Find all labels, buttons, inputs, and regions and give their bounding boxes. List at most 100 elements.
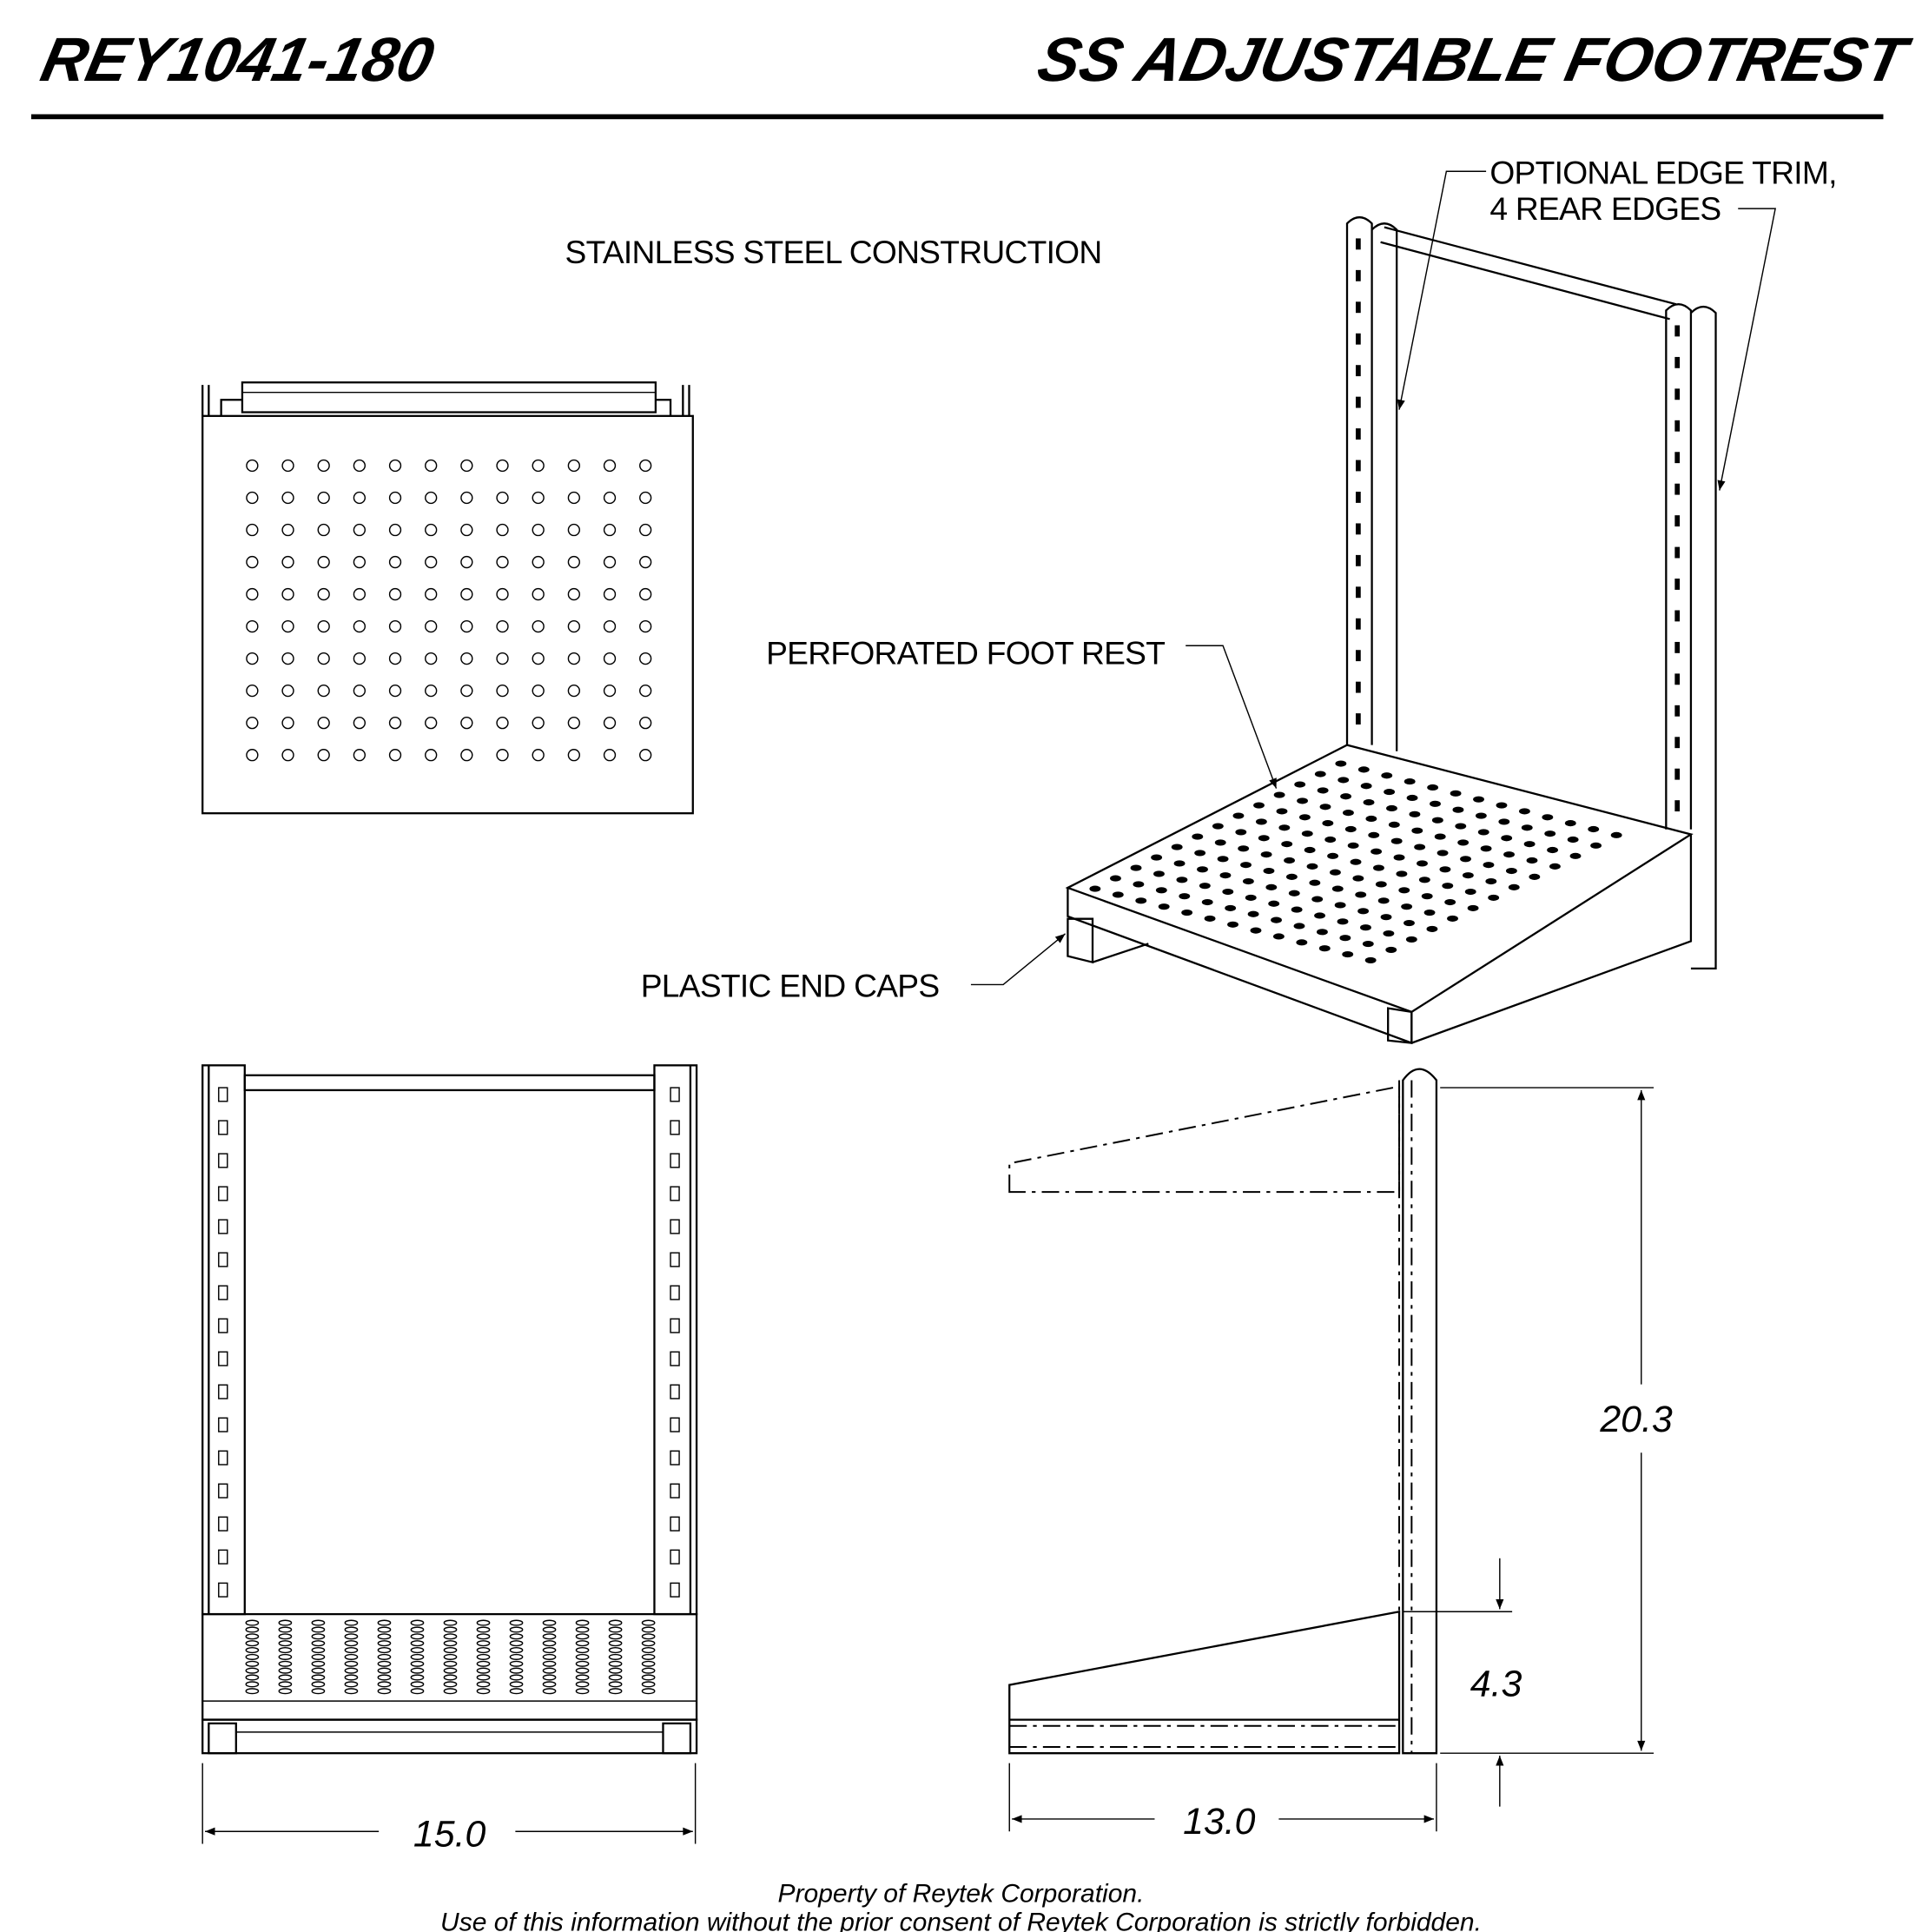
perforation-hole xyxy=(476,1640,491,1647)
end-caps-note: PLASTIC END CAPS xyxy=(641,968,940,1004)
perforation-hole xyxy=(353,523,367,537)
adjustment-slot xyxy=(670,1516,680,1532)
perforation-hole xyxy=(542,1653,557,1660)
perforation-hole xyxy=(1337,777,1350,784)
perforation-hole xyxy=(1247,910,1259,917)
perforation-hole xyxy=(344,1633,359,1640)
perforation-hole xyxy=(608,1688,623,1695)
perforation-hole xyxy=(317,749,330,762)
perforation-hole xyxy=(1192,833,1204,840)
perforation-hole xyxy=(410,1653,425,1660)
adjustment-slot xyxy=(218,1285,228,1300)
top-view xyxy=(201,381,694,815)
perforation-hole xyxy=(353,587,367,601)
perforation-hole xyxy=(1344,825,1357,833)
perforation-hole xyxy=(496,459,509,473)
perforation-hole xyxy=(608,1681,623,1688)
perforation-hole xyxy=(353,459,367,473)
perforation-hole xyxy=(1409,811,1421,817)
perforation-hole xyxy=(311,1646,326,1654)
perforation-hole xyxy=(608,1646,623,1654)
perforation-hole xyxy=(1238,845,1250,852)
perforation-hole xyxy=(317,491,330,505)
adjustment-slot xyxy=(1356,428,1361,440)
perforation-hole xyxy=(410,1681,425,1688)
perforation-hole xyxy=(245,1688,260,1695)
height-dimension: 20.3 xyxy=(1599,1399,1673,1440)
adjustment-slot xyxy=(1674,579,1681,590)
perforation-hole xyxy=(1324,836,1337,844)
perforation-hole xyxy=(567,749,580,762)
perforation-hole xyxy=(1457,839,1470,846)
dimension-lines xyxy=(201,1087,1655,1844)
perforation-hole xyxy=(388,749,402,762)
perforation-hole xyxy=(1337,918,1349,925)
perforation-hole xyxy=(641,1674,656,1681)
perforation-hole xyxy=(1526,857,1538,864)
perforation-hole xyxy=(1135,897,1147,904)
perforation-hole xyxy=(603,652,617,665)
perforation-hole xyxy=(425,716,438,730)
perforation-hole xyxy=(542,1626,557,1633)
adjustment-slot xyxy=(670,1549,680,1565)
perforation-hole xyxy=(1473,796,1484,803)
perforation-hole xyxy=(278,1660,293,1667)
perforation-hole xyxy=(1521,824,1533,831)
perforation-hole xyxy=(443,1667,458,1674)
perforation-hole xyxy=(1442,883,1454,890)
perforation-hole xyxy=(245,1674,260,1681)
perforation-hole xyxy=(575,1688,590,1695)
perforation-hole xyxy=(246,523,259,537)
perforation-hole xyxy=(639,459,652,473)
perforation-hole xyxy=(1542,814,1554,821)
perforation-hole xyxy=(1311,896,1324,903)
perforation-hole xyxy=(1260,851,1272,858)
perforation-hole xyxy=(344,1667,359,1674)
perforation-hole xyxy=(1297,797,1308,804)
perforation-hole xyxy=(1314,771,1326,777)
adjustment-slot xyxy=(218,1087,228,1102)
perforation-hole xyxy=(246,491,259,505)
perforation-hole xyxy=(1331,885,1344,892)
adjustment-slot xyxy=(1356,365,1361,377)
perforation-hole xyxy=(425,459,438,473)
perforation-hole xyxy=(575,1667,590,1674)
adjustment-slot xyxy=(218,1483,228,1499)
perforation-hole xyxy=(1219,872,1232,879)
front-view xyxy=(201,1064,698,1755)
perforation-hole xyxy=(1357,766,1370,773)
perforation-hole xyxy=(311,1640,326,1647)
perforation-hole xyxy=(1505,867,1517,875)
perforation-hole xyxy=(1293,923,1305,930)
perforation-hole xyxy=(278,1674,293,1681)
perforation-hole xyxy=(353,749,367,762)
perforation-hole xyxy=(317,587,330,601)
perforation-hole xyxy=(410,1626,425,1633)
adjustment-slot xyxy=(1674,641,1681,653)
perforation-hole xyxy=(575,1674,590,1681)
perforation-hole xyxy=(317,716,330,730)
perforation-hole xyxy=(377,1660,392,1667)
perforation-hole xyxy=(388,716,402,730)
perforation-hole xyxy=(353,491,367,505)
adjustment-slot xyxy=(1356,333,1361,345)
perforation-hole xyxy=(1363,799,1375,806)
perforation-hole xyxy=(1240,862,1252,869)
perforation-hole xyxy=(496,749,509,762)
perforation-hole xyxy=(344,1653,359,1660)
perforation-hole xyxy=(1411,827,1423,834)
perforation-hole xyxy=(1317,787,1329,794)
perforation-hole xyxy=(1370,848,1383,855)
perforation-hole xyxy=(460,491,473,505)
perforation-hole xyxy=(639,716,652,730)
perforation-hole xyxy=(425,587,438,601)
perforation-hole xyxy=(245,1619,260,1626)
perforation-hole xyxy=(1253,802,1265,809)
adjustment-slot xyxy=(1356,523,1361,535)
perforation-hole xyxy=(388,459,402,473)
header-rule xyxy=(30,114,1884,120)
perforation-hole xyxy=(1327,852,1339,859)
perforation-hole xyxy=(1225,904,1237,911)
perforation-hole xyxy=(377,1646,392,1654)
